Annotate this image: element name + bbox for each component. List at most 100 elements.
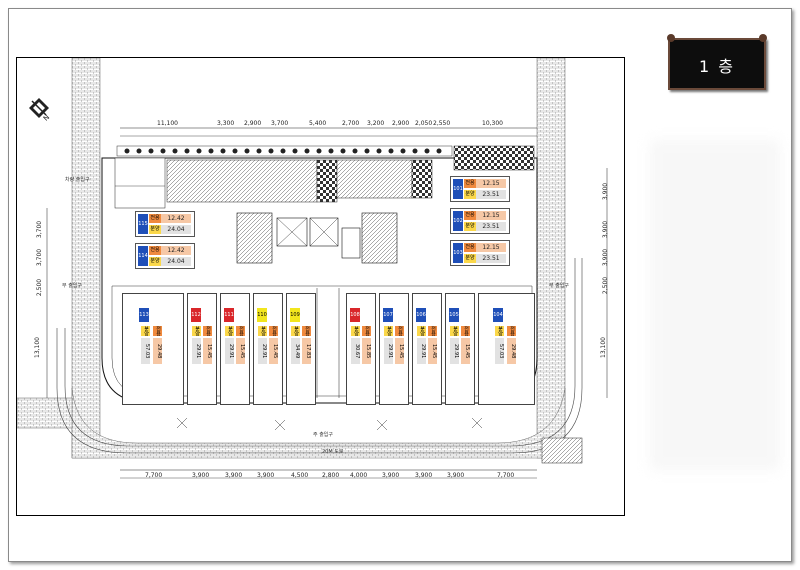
tag: 분양 [384,326,393,336]
value: 15.45 [203,338,212,364]
dim-top-3: 3,700 [271,120,289,127]
dim-top-2: 2,900 [244,120,262,127]
unit-number: 110 [257,308,267,322]
value: 12.42 [161,246,191,255]
dim-left-0: 3,700 [36,220,44,239]
sidewalk-left-bottom [17,397,73,429]
value: 23.51 [476,190,506,199]
unit-109: 109 분양 34.49 전용 17.83 [286,293,316,405]
dim-right-3: 2,500 [602,276,610,295]
dim-top-4: 5,400 [309,120,327,127]
dim-top-7: 2,900 [392,120,410,127]
sidewalk-bottom [71,387,566,459]
sidewalk-left [71,58,101,459]
tag: 전용 [302,326,311,336]
tag: 전용 [203,326,212,336]
pin-right-icon [759,34,767,42]
tag: 분양 [225,326,234,336]
unit-number: 109 [290,308,300,322]
value: 29.91 [258,338,267,364]
main-entrance-label: 주 출입구 [313,432,333,438]
value: 12.42 [161,214,191,223]
value: 15.45 [461,338,470,364]
value: 17.83 [302,338,311,364]
unit-number: 111 [224,308,234,322]
dim-bottom-0: 7,700 [145,472,163,479]
value: 34.49 [291,338,300,364]
tag: 전용 [464,243,476,252]
dim-top-1: 3,300 [217,120,235,127]
unit-number: 113 [139,308,149,322]
value: 15.85 [362,338,371,364]
dim-bottom-6: 4,000 [350,472,368,479]
unit-number: 114 [138,246,148,266]
tag: 전용 [464,179,476,188]
tag: 분양 [464,190,476,199]
tag: 전용 [507,326,516,336]
unit-number: 103 [453,243,463,263]
unit-number: 115 [138,214,148,234]
tag: 분양 [450,326,459,336]
dim-top-8: 2,050 [415,120,433,127]
dim-top-10: 10,300 [482,120,503,127]
value: 15.45 [269,338,278,364]
tag: 분양 [149,257,161,266]
value: 15.45 [395,338,404,364]
tag: 전용 [236,326,245,336]
dim-left-2: 2,500 [36,278,44,297]
floor-label: 1 층 [699,57,735,76]
dim-bottom-9: 3,900 [447,472,465,479]
pin-left-icon [667,34,675,42]
value: 12.15 [476,211,506,220]
unit-number: 108 [350,308,360,322]
unit-number: 104 [493,308,503,322]
unit-111: 111 분양 29.91 전용 15.45 [220,293,250,405]
value: 57.03 [141,338,150,364]
dim-left-1: 3,700 [36,248,44,267]
road-label: 20M 도로 [322,449,344,455]
unit-number: 102 [453,211,463,231]
unit-number: 107 [383,308,393,322]
tag: 전용 [428,326,437,336]
tag: 전용 [153,326,162,336]
unit-number: 105 [449,308,459,322]
value: 29.48 [507,338,516,364]
tag: 분양 [417,326,426,336]
tag: 전용 [149,246,161,255]
value: 29.91 [450,338,459,364]
tag: 분양 [351,326,360,336]
floor-badge: 1 층 [667,34,767,90]
vehicle-entrance-label: 차량 출입구 [65,177,90,183]
value: 15.45 [236,338,245,364]
value: 23.51 [476,222,506,231]
tag: 분양 [258,326,267,336]
dim-bottom-7: 3,900 [382,472,400,479]
dim-bottom-8: 3,900 [415,472,433,479]
tag: 분양 [291,326,300,336]
dim-right-1: 3,900 [602,220,610,239]
dim-top-6: 3,200 [367,120,385,127]
tag: 분양 [149,225,161,234]
tag: 분양 [495,326,504,336]
dim-top-9: 2,550 [433,120,451,127]
value: 12.15 [476,243,506,252]
value: 29.91 [225,338,234,364]
dim-right-2: 3,900 [602,248,610,267]
dim-top-0: 11,100 [157,120,178,127]
blurred-panel [650,140,780,470]
floor-plan: N 11,100 3,300 2,900 3,700 5,400 2,700 3… [16,57,625,516]
dim-right-4: 13,100 [600,337,607,358]
value: 29.91 [417,338,426,364]
value: 29.91 [384,338,393,364]
value: 29.91 [192,338,201,364]
tag: 분양 [464,254,476,263]
plan-drawing [17,58,608,479]
